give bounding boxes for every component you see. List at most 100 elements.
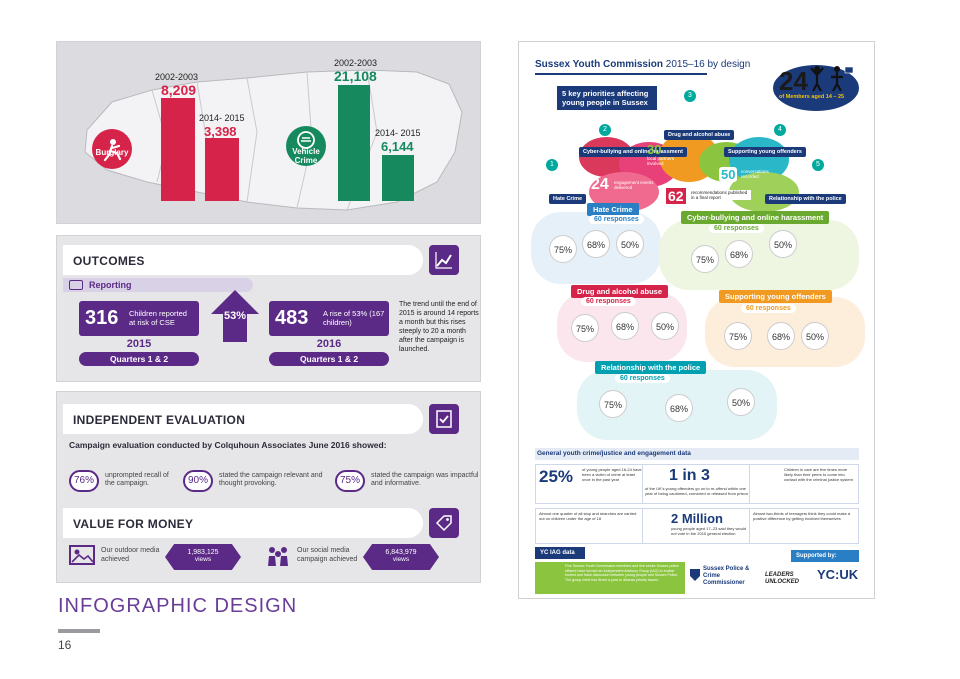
- up-arrow-icon: [211, 290, 259, 342]
- reporting-label: Reporting: [89, 280, 132, 290]
- stat-2016-value: 483: [275, 307, 309, 329]
- burglary-bar1: [161, 98, 195, 201]
- priority-1-marker: 1: [546, 159, 558, 171]
- eval-text-3: stated the campaign was impactful and in…: [371, 472, 479, 487]
- people-group-icon: [268, 547, 288, 566]
- photo-icon: [69, 545, 95, 565]
- evaluation-subtitle: Campaign evaluation conducted by Colquho…: [69, 440, 387, 450]
- evaluation-panel: INDEPENDENT EVALUATION Campaign evaluati…: [56, 391, 481, 583]
- data-card-4: Almost one quarter of all stop and searc…: [535, 508, 645, 544]
- logo-pcc: Sussex Police & Crime Commissioner: [703, 566, 750, 586]
- cyber-pct-1: 75%: [691, 245, 719, 273]
- drug-responses: 60 responses: [581, 297, 636, 306]
- drug-pct-1: 75%: [571, 314, 599, 342]
- vfm-title: VALUE FOR MONEY: [63, 508, 423, 538]
- burglary-value1: 8,209: [161, 82, 197, 98]
- conversations-text: conversations recorded: [741, 169, 769, 179]
- yc-text: Five Sussex Youth Commission members and…: [535, 562, 685, 594]
- support-pct-2: 68%: [767, 322, 795, 350]
- social-views-badge: 6,843,979 views: [363, 544, 439, 570]
- quarter-2015: Quarters 1 & 2: [79, 352, 199, 366]
- g1-text: of young people aged 16-24 have been a v…: [582, 467, 642, 482]
- change-percent: 53%: [223, 310, 247, 322]
- logo-leaders-unlocked: LEADERS UNLOCKED: [765, 572, 799, 585]
- footer-divider: [58, 629, 100, 633]
- data-card-5: 2 Million young people aged 17–23 said t…: [642, 508, 752, 544]
- logo-ycuk: YC:UK: [817, 567, 859, 582]
- trend-note: The trend until the end of 2015 is aroun…: [399, 301, 479, 353]
- tag-support: Supporting young offenders: [724, 147, 806, 157]
- speech-bubble-icon: [69, 280, 83, 290]
- members-text: of Members aged 14 – 25: [779, 94, 845, 100]
- cyber-pct-3: 50%: [769, 230, 797, 258]
- burglary-value2: 3,398: [204, 124, 237, 139]
- stat-2016-desc: A rise of 53% (167 children): [323, 309, 385, 327]
- crime-map-panel: Burglary 2002-2003 8,209 2014- 2015 3,39…: [56, 41, 481, 224]
- g3-text: Children in care are five times more lik…: [784, 467, 853, 482]
- priority-2-marker: 2: [599, 124, 611, 136]
- supported-label: Supported by:: [791, 550, 859, 562]
- burglary-year2: 2014- 2015: [199, 113, 245, 123]
- priority-4-marker: 4: [774, 124, 786, 136]
- crest-icon: [690, 569, 700, 581]
- checklist-icon: [429, 404, 459, 434]
- vehicle-value2: 6,144: [381, 139, 414, 154]
- rp-title-bold: Sussex Youth Commission: [535, 59, 663, 70]
- eval-text-1: unprompted recall of the campaign.: [105, 472, 169, 487]
- line-chart-icon: [429, 245, 459, 275]
- drug-pct-2: 68%: [611, 312, 639, 340]
- hate-crime-title: Hate Crime: [587, 203, 639, 216]
- vehicle-bar2: [382, 155, 414, 201]
- page-number: 16: [58, 638, 72, 652]
- social-label: Our social media campaign achieved: [297, 547, 358, 563]
- events-text: engagement events delivered: [614, 180, 654, 190]
- support-pct-3: 50%: [801, 322, 829, 350]
- general-title: General youth crime/justice and engageme…: [537, 450, 691, 457]
- priority-3-marker: 3: [684, 90, 696, 102]
- evaluation-title: INDEPENDENT EVALUATION: [63, 404, 423, 434]
- data-card-6: Almost two-thirds of teenagers think the…: [749, 508, 859, 544]
- general-bar: [535, 448, 859, 460]
- g5-big: 2 Million: [671, 511, 723, 526]
- eval-pct-2: 90%: [183, 470, 213, 492]
- g2-text: of the UK's young offenders go on to re-…: [645, 486, 748, 496]
- infographic-design-title: INFOGRAPHIC DESIGN: [58, 595, 298, 617]
- data-card-2: 1 in 3 of the UK's young offenders go on…: [642, 464, 752, 504]
- vehicle-crime-icon: [286, 126, 326, 166]
- outdoor-value: 1,983,125: [187, 549, 219, 556]
- tag-hate: Hate Crime: [549, 194, 587, 204]
- youth-commission-infographic: Sussex Youth Commission 2015–16 by desig…: [518, 41, 875, 599]
- outcomes-title: OUTCOMES: [63, 245, 423, 275]
- social-unit: views: [392, 556, 410, 563]
- quarter-2016: Quarters 1 & 2: [269, 352, 389, 366]
- burglary-bar2: [205, 138, 239, 201]
- yc-title: YC IAG data: [535, 547, 585, 559]
- rp-title-rest: 2015–16 by design: [663, 59, 751, 70]
- g5-text: young people aged 17–23 said they would …: [671, 526, 746, 536]
- police-pct-2: 68%: [665, 394, 693, 422]
- police-title: Relationship with the police: [595, 361, 707, 374]
- data-card-1: 25% of young people aged 16-24 have been…: [535, 464, 645, 504]
- outdoor-unit: views: [194, 556, 212, 563]
- cyber-responses: 60 responses: [709, 224, 764, 233]
- conversations-number: 50: [719, 167, 738, 182]
- hate-pct-3: 50%: [616, 230, 644, 258]
- social-value: 6,843,979: [385, 549, 417, 556]
- partners-text: local partners involved: [647, 156, 675, 166]
- burglary-label: Burglary: [95, 148, 129, 157]
- support-responses: 60 responses: [741, 304, 796, 313]
- support-pct-1: 75%: [724, 322, 752, 350]
- vehicle-year1: 2002-2003: [334, 58, 378, 68]
- tag-drug: Drug and alcohol abuse: [664, 130, 735, 140]
- price-tag-icon: [429, 508, 459, 538]
- tag-cyber: Cyber-bullying and online harassment: [579, 147, 687, 157]
- data-card-3: Children in care are five times more lik…: [749, 464, 859, 504]
- cyber-title: Cyber-bullying and online harassment: [681, 211, 830, 224]
- stat-2015-desc: Children reported at risk of CSE: [129, 309, 187, 327]
- outcomes-panel: OUTCOMES Reporting 316 Children reported…: [56, 235, 481, 382]
- year-2015: 2015: [126, 338, 152, 350]
- police-pct-1: 75%: [599, 390, 627, 418]
- people-celebrate-icon: [810, 66, 854, 92]
- g1-big: 25%: [539, 467, 574, 486]
- eval-pct-3: 75%: [335, 470, 365, 492]
